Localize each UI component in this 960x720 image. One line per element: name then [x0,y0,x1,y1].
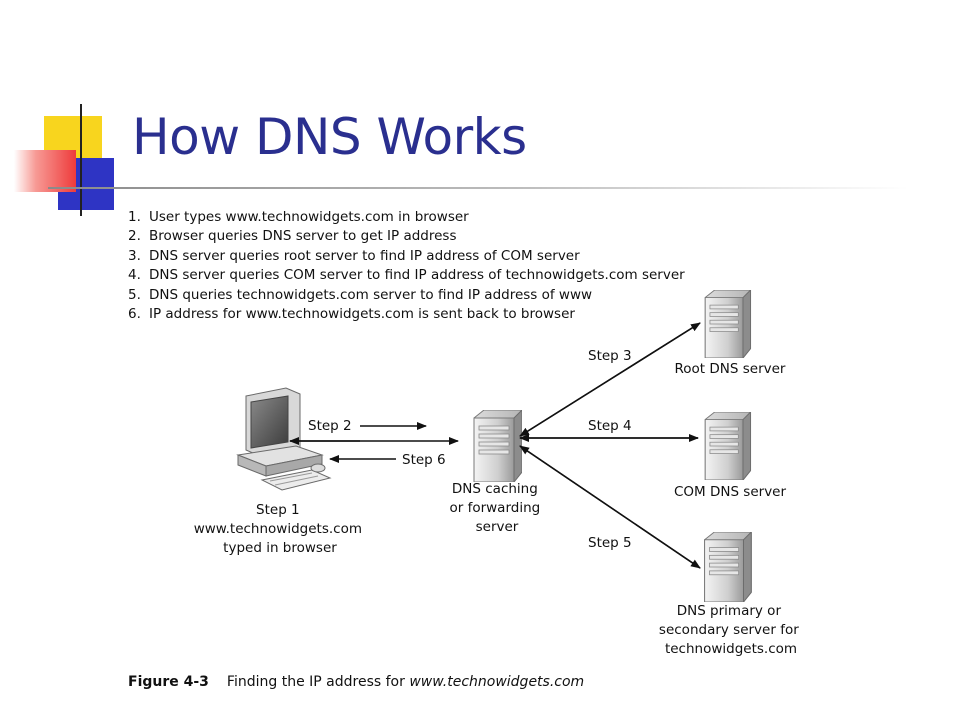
list-item: 2.Browser queries DNS server to get IP a… [128,228,457,245]
dns-caching-server-icon [473,410,522,482]
step3-label: Step 3 [588,348,632,364]
list-item: 5.DNS queries technowidgets.com server t… [128,286,593,303]
list-item: 3.DNS server queries root server to find… [128,247,580,264]
figure-number: Figure 4-3 [128,674,209,690]
step5-label: Step 5 [588,535,632,551]
slide-title: How DNS Works [132,108,527,166]
primary-dns-server-icon [704,532,752,602]
client-label: Step 1 www.technowidgets.com typed in br… [194,502,367,556]
step4-label: Step 4 [588,418,632,434]
list-item: 6.IP address for www.technowidgets.com i… [128,306,575,323]
step2-label: Step 2 [308,418,352,434]
root-dns-server-icon [704,290,752,358]
step5-return-arrow [519,445,701,569]
decor-vertical-line [80,104,82,216]
step3-return-arrow [519,322,701,437]
title-underline [48,187,908,189]
caption-url: www.technowidgets.com [409,674,585,690]
figure-caption: Figure 4-3 Finding the IP address for www… [128,674,584,690]
steps-list: 1.User types www.technowidgets.com in br… [128,208,685,324]
step6-label: Step 6 [402,452,446,468]
caption-text: Finding the IP address for [226,674,410,690]
list-item: 4.DNS server queries COM server to find … [128,267,685,284]
com-dns-label: COM DNS server [674,484,787,500]
dns-caching-label: DNS caching or forwarding server [449,481,544,535]
primary-dns-label: DNS primary or secondary server for tech… [659,603,803,657]
com-dns-server-icon [704,412,752,480]
decor-red-square [14,150,76,192]
list-item: 1.User types www.technowidgets.com in br… [128,209,469,225]
client-computer-icon [236,387,332,491]
root-dns-label: Root DNS server [675,361,786,377]
